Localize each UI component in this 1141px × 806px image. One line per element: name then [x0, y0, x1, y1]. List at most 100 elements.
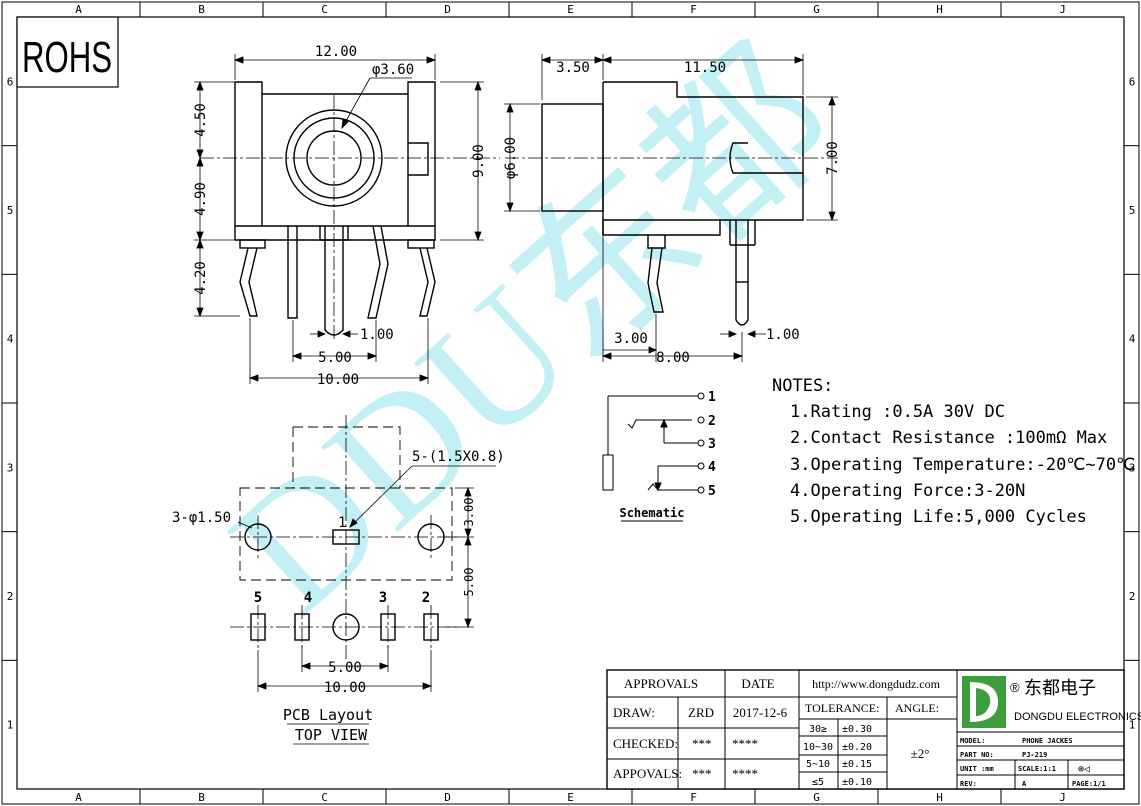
tb-model-value: PHONE JACKES	[1022, 737, 1073, 745]
dim-h-upper: 4.50	[193, 103, 209, 137]
schematic-plug	[602, 454, 614, 491]
pcb-slot-dim: 5-(1.5X0.8)	[412, 449, 505, 465]
dim-pin-len: 4.20	[193, 261, 209, 295]
frame-col-label-top: C	[321, 3, 328, 16]
note-5: 5.Operating Life:5,000 Cycles	[790, 507, 1087, 527]
frame-col-label-bottom: E	[567, 791, 574, 804]
pcb-slot-1	[332, 529, 360, 545]
tb-tol-value-3: ±0.15	[842, 759, 872, 770]
logo-icon	[962, 676, 1006, 728]
frame-row-label-left: 5	[7, 204, 14, 217]
frame-col-label-bottom: D	[444, 791, 451, 804]
front-view	[234, 81, 436, 336]
frame-row-label-right: 2	[1129, 590, 1136, 603]
side-dim-text: 3.50 11.50 φ6.00 7.00 3.00 8.00 1.00	[503, 60, 841, 366]
tb-rev-value: A	[1022, 780, 1027, 788]
frame-row-label-right: 3	[1129, 461, 1136, 474]
schematic-pin-2: 2	[708, 414, 716, 429]
pcb-slot-5	[250, 613, 266, 641]
dim-side-span: 8.00	[656, 350, 690, 366]
dim-side-front: 3.50	[556, 60, 590, 76]
front-dim-lines	[194, 54, 484, 384]
tb-registered-mark: ®	[1010, 680, 1020, 695]
note-1: 1.Rating :0.5A 30V DC	[790, 402, 1005, 422]
frame-col-label-top: B	[198, 3, 205, 16]
pcb-span-dim: 10.00	[324, 680, 366, 696]
pcb-hole-left	[244, 523, 272, 551]
frame-col-label-top: D	[444, 3, 451, 16]
side-view	[541, 81, 804, 326]
dim-side-height: 7.00	[825, 141, 841, 175]
tb-checked-label: CHECKED:	[613, 736, 678, 751]
frame-col-label-bottom: G	[813, 791, 820, 804]
tb-checked-name: ***	[692, 736, 712, 751]
schematic-caption: Schematic	[619, 506, 684, 520]
tb-tolerance: TOLERANCE:	[805, 701, 879, 715]
pcb-pin-3: 3	[379, 590, 387, 606]
frame-col-label-bottom: H	[936, 791, 943, 804]
dim-side-pin-w: 1.00	[766, 327, 800, 343]
frame-col-label-bottom: J	[1059, 791, 1066, 804]
pcb-pin-4: 4	[304, 590, 312, 606]
pcb-slot-label: 1	[338, 515, 346, 531]
pcb-pin-5: 5	[254, 590, 262, 606]
rohs-label: ROHS	[22, 33, 112, 82]
frame-col-label-bottom: B	[198, 791, 205, 804]
pcb-pin-2: 2	[422, 590, 430, 606]
projection-symbol-icon: ⊕◁	[1078, 764, 1090, 775]
tb-draw-date: 2017-12-6	[733, 705, 788, 720]
tb-part-label: PART NO:	[960, 751, 994, 759]
pcb-hole-right	[417, 523, 445, 551]
tb-appovals-date: ****	[732, 766, 758, 781]
tb-rev-label: REV:	[960, 780, 977, 788]
frame-row-label-left: 4	[7, 333, 14, 346]
dim-h-total: 9.00	[471, 144, 487, 178]
dim-pitch-front: 5.00	[318, 350, 352, 366]
pcb-v2-dim: 5.00	[462, 568, 476, 597]
tb-scale-label: SCALE:1:1	[1018, 765, 1056, 773]
frame-col-label-top: J	[1059, 3, 1066, 16]
frame-row-label-right: 1	[1129, 719, 1136, 732]
tb-appovals-name: ***	[692, 766, 712, 781]
frame-row-label-left: 2	[7, 590, 14, 603]
rohs-box	[16, 16, 119, 88]
tb-company-cn: 东都电子	[1024, 678, 1096, 698]
note-2: 2.Contact Resistance :100mΩ Max	[790, 428, 1107, 448]
tb-tol-range-4: ≤5	[812, 777, 824, 788]
pcb-caption-1: PCB Layout	[283, 706, 373, 724]
note-3: 3.Operating Temperature:-20℃~70℃	[790, 455, 1135, 475]
tb-tol-value-2: ±0.20	[842, 742, 872, 753]
front-centerlines	[200, 95, 500, 340]
frame-col-label-top: G	[813, 3, 820, 16]
frame-col-label-top: F	[690, 3, 697, 16]
schematic-pin-1: 1	[708, 390, 716, 405]
frame-row-label-left: 6	[7, 75, 14, 88]
pcb-hole-center	[332, 613, 360, 641]
pcb-text: 5-(1.5X0.8) 3-φ1.50 1 3.00 5.00 5 4 3 2 …	[172, 449, 505, 744]
tb-date: DATE	[741, 676, 774, 691]
frame-col-label-bottom: F	[690, 791, 697, 804]
dim-side-dia: φ6.00	[503, 137, 519, 179]
pcb-dim-lines	[237, 465, 496, 745]
frame-col-label-top: E	[567, 3, 574, 16]
tb-tol-range-2: 10~30	[803, 742, 833, 753]
title-block	[606, 669, 1125, 790]
pcb-centerlines	[230, 415, 460, 660]
schematic-pin-5: 5	[708, 484, 716, 499]
tb-draw-name: ZRD	[688, 705, 714, 720]
tb-part-value: PJ-219	[1022, 751, 1047, 759]
tb-company-en: DONGDU ELECTRONICS	[1014, 711, 1141, 723]
tb-tol-value-4: ±0.10	[842, 777, 872, 788]
frame-col-label-bottom: A	[75, 791, 82, 804]
tb-tol-value-1: ±0.30	[842, 724, 872, 735]
note-4: 4.Operating Force:3-20N	[790, 481, 1025, 501]
dim-hole-dia: φ3.60	[372, 62, 414, 78]
frame-row-label-left: 3	[7, 461, 14, 474]
tb-unit-label: UNIT :mm	[960, 765, 994, 773]
dim-span-front: 10.00	[317, 372, 359, 388]
side-dim-lines	[504, 54, 838, 362]
pcb-slot-2	[423, 613, 439, 641]
